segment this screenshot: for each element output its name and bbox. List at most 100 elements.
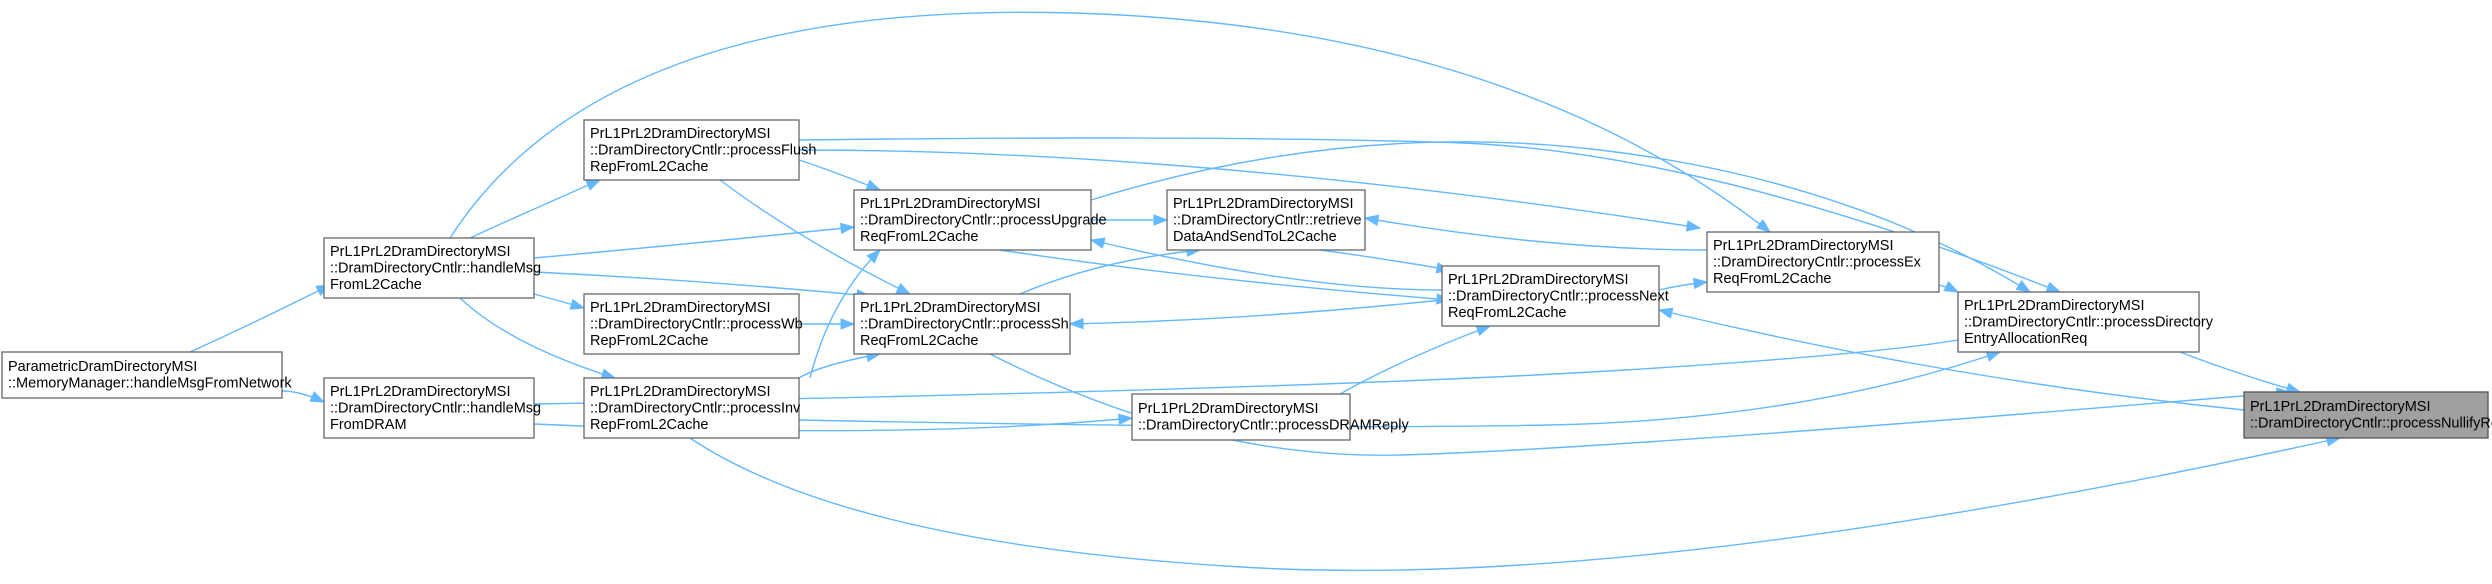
node-label-line: PrL1PrL2DramDirectoryMSI [1138,401,1319,417]
edge-handle_l2-to-upgrade [533,222,856,259]
edge-sh-to-retrieve [1019,245,1202,295]
edge-arrowhead [1685,220,1702,232]
node-nullify[interactable]: PrL1PrL2DramDirectoryMSI::DramDirectoryC… [2243,391,2492,439]
node-box[interactable] [1441,265,1660,327]
node-label-line: PrL1PrL2DramDirectoryMSI [2250,399,2431,415]
node-box[interactable] [323,377,535,439]
edge-next-to-upgrade [1089,237,1443,291]
node-box[interactable] [853,189,1092,251]
edge-inv-to-dir_alloc [798,350,2002,428]
node-retrieve[interactable]: PrL1PrL2DramDirectoryMSI::DramDirectoryC… [1166,189,1366,251]
node-label-line: ::DramDirectoryCntlr::processFlush [590,142,816,158]
node-inv[interactable]: PrL1PrL2DramDirectoryMSI::DramDirectoryC… [583,377,801,439]
node-handle_l2[interactable]: PrL1PrL2DramDirectoryMSI::DramDirectoryC… [323,237,541,299]
node-sh[interactable]: PrL1PrL2DramDirectoryMSI::DramDirectoryC… [853,293,1071,355]
edge-arrowhead [2045,281,2062,293]
edge-line [719,179,911,295]
edge-arrowhead [865,179,882,191]
node-label-line: ::MemoryManager::handleMsgFromNetwork [8,376,292,392]
node-box[interactable] [583,119,800,181]
node-label-line: ::DramDirectoryCntlr::retrieve [1173,212,1362,228]
edge-line [469,179,601,239]
node-label-line: PrL1PrL2DramDirectoryMSI [590,126,771,142]
edge-line [798,149,1701,229]
node-box[interactable] [1706,231,1940,293]
edge-arrowhead [1692,277,1709,290]
edge-param_mm-to-handle_l2 [189,284,332,353]
node-box[interactable] [853,293,1071,355]
edge-ex-to-dir_alloc [1938,280,1960,293]
edge-arrowhead [1089,237,1106,249]
edge-line [449,11,1771,239]
node-label-line: ParametricDramDirectoryMSI [8,359,197,375]
edge-arrowhead [569,298,586,310]
edge-line [1658,309,2245,411]
node-box[interactable] [583,293,800,355]
node-label-line: PrL1PrL2DramDirectoryMSI [860,300,1041,316]
node-box[interactable] [323,237,535,299]
node-label-line: PrL1PrL2DramDirectoryMSI [1173,196,1354,212]
node-handle_dram[interactable]: PrL1PrL2DramDirectoryMSI::DramDirectoryC… [323,377,541,439]
edge-flush-to-ex [798,149,1702,232]
edge-dram_reply-to-next [1339,325,1492,395]
edge-flush-to-sh [719,179,912,295]
node-label-line: PrL1PrL2DramDirectoryMSI [590,384,771,400]
edge-line [1364,217,1708,251]
node-box[interactable] [1131,393,1351,441]
edge-line [533,329,2001,405]
edge-retrieve-to-next [1319,249,1452,274]
edge-line [809,249,881,379]
node-box[interactable] [1957,291,2200,353]
edge-arrowhead [1068,317,1084,330]
node-wb[interactable]: PrL1PrL2DramDirectoryMSI::DramDirectoryC… [583,293,803,355]
node-label-line: RepFromL2Cache [590,333,708,349]
edge-arrowhead [1943,280,1960,293]
node-box[interactable] [2243,391,2489,439]
edge-line [798,351,2001,428]
node-label-line: ::DramDirectoryCntlr::processEx [1713,254,1922,270]
edge-param_mm-to-handle_dram [281,390,326,403]
edge-line [189,284,331,353]
node-param_mm[interactable]: ParametricDramDirectoryMSI::MemoryManage… [1,351,292,399]
node-label-line: PrL1PrL2DramDirectoryMSI [860,196,1041,212]
edge-inv-to-upgrade [809,249,881,379]
edge-arrowhead [1118,413,1134,425]
node-box[interactable] [1,351,283,399]
node-label-line: RepFromL2Cache [590,417,708,433]
node-label-line: ::DramDirectoryCntlr::processDRAMReply [1138,418,1409,434]
edge-line [689,437,2341,572]
node-label-line: ::DramDirectoryCntlr::processSh [860,316,1069,332]
node-ex[interactable]: PrL1PrL2DramDirectoryMSI::DramDirectoryC… [1706,231,1940,293]
edge-dir_alloc-to-nullify [2179,351,2302,394]
node-label-line: ReqFromL2Cache [860,333,978,349]
node-upgrade[interactable]: PrL1PrL2DramDirectoryMSI::DramDirectoryC… [853,189,1107,251]
edge-line [533,271,871,297]
edge-arrowhead [839,222,856,235]
node-box[interactable] [1166,189,1366,251]
nodes-layer: ParametricDramDirectoryMSI::MemoryManage… [1,119,2492,441]
node-label-line: ::DramDirectoryCntlr::processNext [1448,288,1669,304]
edge-wb-to-sh [799,318,856,330]
edge-line [1319,249,1451,271]
edge-line [459,297,616,379]
edge-nullify-to-next [1657,307,2245,411]
node-label-line: ReqFromL2Cache [1448,305,1566,321]
node-dram_reply[interactable]: PrL1PrL2DramDirectoryMSI::DramDirectoryC… [1131,393,1409,441]
edge-arrowhead [1985,350,2002,362]
node-dir_alloc[interactable]: PrL1PrL2DramDirectoryMSI::DramDirectoryC… [1957,291,2214,353]
edge-handle_l2-to-wb [533,293,586,310]
node-flush[interactable]: PrL1PrL2DramDirectoryMSI::DramDirectoryC… [583,119,816,181]
edge-next-to-sh [1068,299,1443,330]
node-label-line: PrL1PrL2DramDirectoryMSI [330,244,511,260]
node-next[interactable]: PrL1PrL2DramDirectoryMSI::DramDirectoryC… [1441,265,1669,327]
edge-line [1019,249,1201,295]
node-label-line: ::DramDirectoryCntlr::processNullifyReq [2250,416,2492,432]
edge-arrowhead [840,318,856,330]
node-label-line: ::DramDirectoryCntlr::processInv [590,400,801,416]
edge-arrowhead [2015,280,2032,293]
node-label-line: PrL1PrL2DramDirectoryMSI [1713,238,1894,254]
edge-upgrade-to-dir_alloc [1090,141,2032,293]
node-box[interactable] [583,377,800,439]
edge-handle_l2-to-inv [459,297,617,380]
edge-arrowhead [585,179,602,191]
